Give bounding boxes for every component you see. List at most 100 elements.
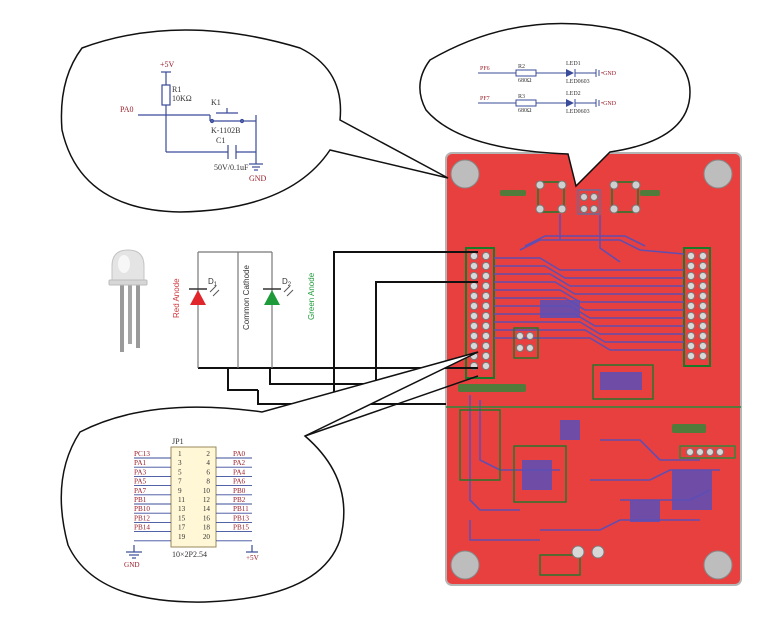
led-gnd-label: •GND	[601, 101, 617, 107]
header-pad	[698, 311, 708, 321]
header-pad	[686, 311, 696, 321]
d2-label: D2	[282, 277, 292, 288]
header-pad	[469, 331, 479, 341]
header-left-net: PA5	[134, 478, 147, 486]
header-gnd-label: GND	[124, 561, 140, 569]
header-pad	[698, 261, 708, 271]
led-net-label: PF6	[480, 66, 490, 72]
led-part: LED0603	[566, 79, 590, 85]
led-res-ref: R3	[518, 94, 525, 100]
red-anode-label: Red Anode	[172, 278, 181, 318]
connection-wires	[198, 251, 478, 405]
header-pad	[481, 341, 491, 351]
header-right-net: PA2	[233, 459, 246, 467]
header-right-pin: 2	[206, 450, 210, 458]
header-right-pin: 20	[203, 533, 211, 541]
header-left-pin: 7	[178, 478, 182, 486]
led-res-value: 680Ω	[518, 108, 532, 114]
header-pad	[698, 251, 708, 261]
led-symbol	[566, 99, 574, 107]
green-led-symbol	[264, 290, 280, 305]
ground-label: GND	[249, 174, 267, 183]
header-5v-label: +5V	[246, 554, 260, 562]
header-pad	[469, 321, 479, 331]
header-right-net: PB15	[233, 524, 249, 532]
pcb-traces	[469, 214, 720, 541]
header-left-pin: 1	[178, 450, 182, 458]
header-left-pin: 9	[178, 487, 182, 495]
resistor-value: 10KΩ	[172, 94, 192, 103]
header-pad	[698, 341, 708, 351]
header-pad	[469, 311, 479, 321]
header-pad	[686, 301, 696, 311]
cap-value: 50V/0.1uF	[214, 163, 249, 172]
header-pad	[469, 301, 479, 311]
header-right-net: PB0	[233, 487, 246, 495]
header-left-pin: 5	[178, 468, 182, 476]
header-right-pin: 18	[203, 524, 211, 532]
header-power-labels: GND +5V	[124, 554, 260, 569]
header-pad	[686, 271, 696, 281]
header-part: 10×2P2.54	[172, 550, 207, 559]
header-left-net: PA3	[134, 468, 147, 476]
green-anode-label: Green Anode	[307, 272, 316, 320]
switch-part: K-1102B	[211, 126, 240, 135]
header-left-pin: 11	[178, 496, 185, 504]
header-right-pin: 12	[203, 496, 211, 504]
header-right-net: PA0	[233, 450, 246, 458]
led-gnd-label: •GND	[601, 71, 617, 77]
header-pad	[481, 281, 491, 291]
rgb-led-schematic: D1 D2 Red Anode Common Cathode Green Ano…	[172, 251, 316, 368]
mounting-hole	[450, 550, 480, 580]
switch-ref: K1	[211, 98, 221, 107]
header-pad	[686, 331, 696, 341]
common-cathode-label: Common Cathode	[242, 265, 251, 330]
header-pad	[686, 341, 696, 351]
mounting-hole	[450, 159, 480, 189]
header-pin-row: PC13 1 2 PA0	[134, 450, 252, 459]
header-pad	[481, 291, 491, 301]
header-left-net: PB1	[134, 496, 147, 504]
header-left-pin: 15	[178, 514, 186, 522]
header-pad	[698, 301, 708, 311]
led-ref: LED2	[566, 91, 581, 97]
mounting-hole	[703, 159, 733, 189]
header-pad	[481, 331, 491, 341]
reset-circuit-callout: +5V R1 10KΩ PA0 K1 K-1102B C1 50V/0.1uF …	[60, 29, 449, 213]
led-symbol	[566, 69, 574, 77]
header-pad	[686, 291, 696, 301]
header-left-net: PB12	[134, 514, 150, 522]
header-left-net: PC13	[134, 450, 150, 458]
header-left-pin: 13	[178, 505, 186, 513]
header-pad	[698, 331, 708, 341]
d1-label: D1	[208, 277, 218, 288]
header-right-pin: 6	[206, 468, 210, 476]
header-pad	[481, 311, 491, 321]
header-right-net: PB2	[233, 496, 246, 504]
header-right-net: PA6	[233, 478, 246, 486]
header-body	[170, 446, 217, 548]
rgb-led-component-image	[108, 249, 148, 352]
header-pad	[698, 351, 708, 361]
header-right-pin: 4	[206, 459, 210, 467]
pcb-buttons	[537, 181, 639, 215]
header-pad	[469, 341, 479, 351]
header-pad	[481, 351, 491, 361]
header-right-net: PB11	[233, 505, 249, 513]
led-res-value: 680Ω	[518, 78, 532, 84]
cap-ref: C1	[216, 136, 225, 145]
header-right-net: PB13	[233, 514, 249, 522]
pcb-right-header	[683, 247, 711, 367]
resistor-ref: R1	[172, 85, 181, 94]
